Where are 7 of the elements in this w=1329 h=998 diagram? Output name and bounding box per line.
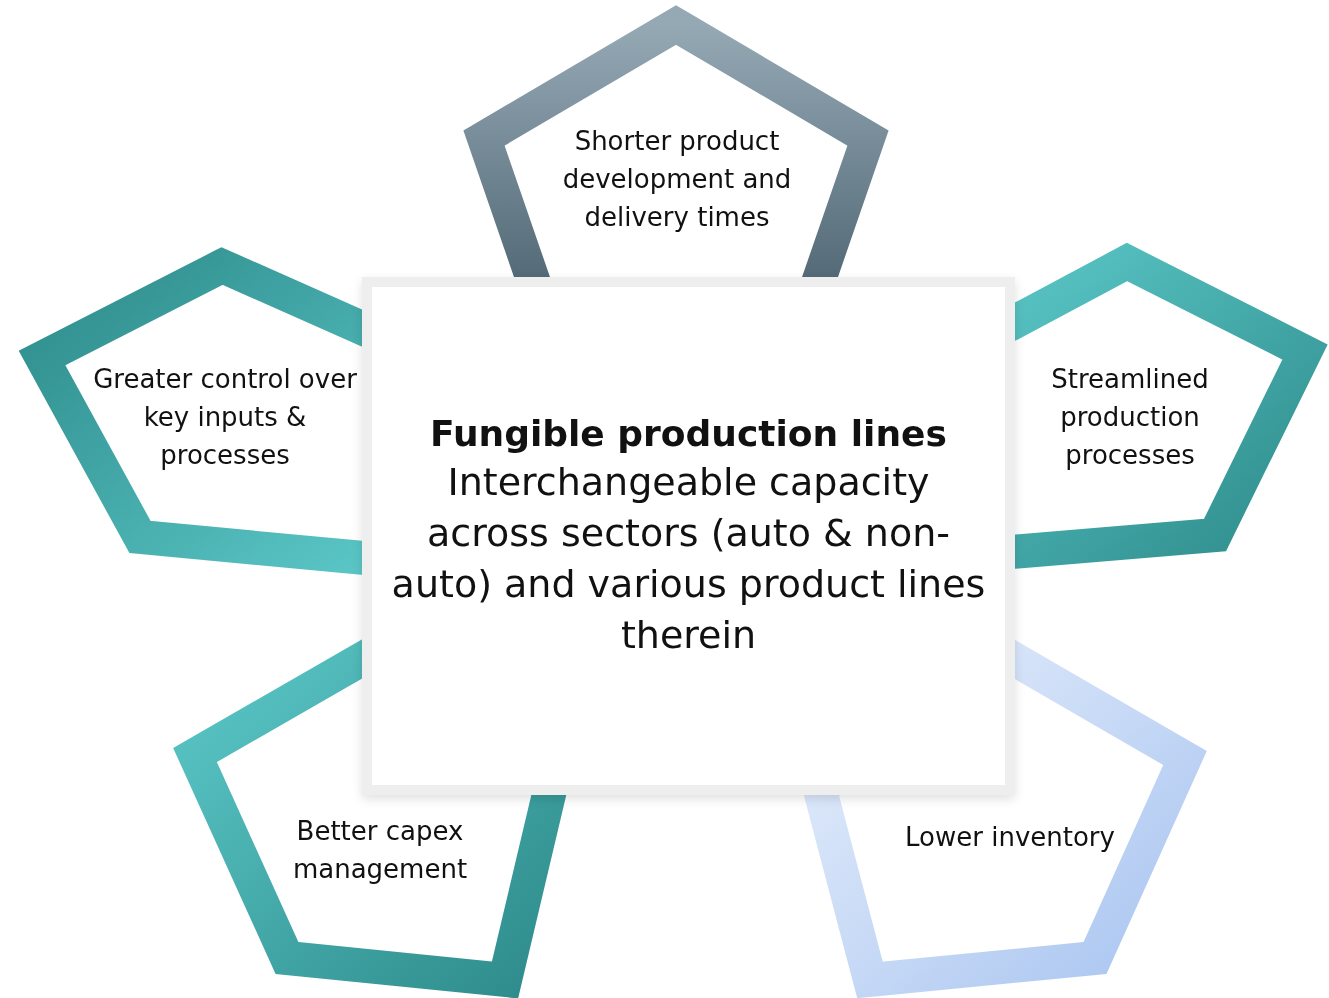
- benefit-text: Streamlined production processes: [1050, 363, 1210, 472]
- description: Interchangeable capacity across sectors (auto & non-auto) and various product lines therein: [390, 459, 987, 659]
- benefit-text: Greater control over key inputs & processes: [92, 363, 358, 472]
- benefit-text: Shorter product development and delivery times: [561, 125, 793, 234]
- benefit-text: Lower inventory: [904, 821, 1116, 854]
- heading: Fungible production lines: [430, 412, 947, 456]
- benefit-text: Better capex management: [291, 815, 469, 886]
